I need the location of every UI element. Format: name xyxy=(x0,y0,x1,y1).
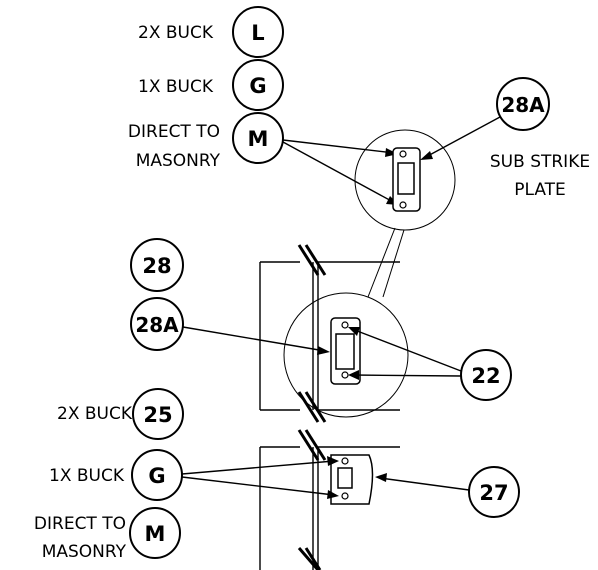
enlarged-strike-plate xyxy=(330,317,361,385)
middle-jamb-section xyxy=(259,244,400,423)
leader-m-to-bottom-screw xyxy=(282,141,396,204)
bottom-1x-buck-label: 1X BUCK xyxy=(49,466,125,486)
bubble-27-text: 27 xyxy=(479,481,508,505)
arrowhead xyxy=(327,456,339,466)
bubble-28A-middle-text: 28A xyxy=(135,313,179,337)
bubble-M-bottom-text: M xyxy=(145,522,166,546)
leader-22-to-top-screw xyxy=(351,328,462,372)
bubble-28A-top-text: 28A xyxy=(501,93,545,117)
plate-label: PLATE xyxy=(514,180,566,200)
leader-22-to-bottom-screw xyxy=(351,374,462,377)
arrowhead xyxy=(317,346,330,355)
bubble-G-bottom: G xyxy=(131,449,183,501)
bubble-28A-middle: 28A xyxy=(130,297,184,351)
arrowhead xyxy=(327,490,339,499)
bubble-28: 28 xyxy=(130,238,184,292)
bubble-25: 25 xyxy=(132,388,184,440)
arrowhead xyxy=(348,370,359,380)
bubble-28-text: 28 xyxy=(142,254,171,278)
leader-g-to-bottom-screw xyxy=(181,476,335,496)
bubble-22-text: 22 xyxy=(471,364,500,388)
leader-28A-to-plate xyxy=(423,116,501,159)
bubble-G-bottom-text: G xyxy=(148,464,165,488)
sub-strike-label: SUB STRIKE xyxy=(490,152,590,172)
top-1x-buck-label: 1X BUCK xyxy=(138,77,214,97)
arrowhead xyxy=(348,327,360,336)
bottom-jamb-section xyxy=(259,429,400,570)
bubble-L: L xyxy=(232,6,284,58)
top-direct-to-label: DIRECT TO xyxy=(128,122,220,142)
leader-27-to-plate xyxy=(379,477,470,491)
bubble-25-text: 25 xyxy=(143,403,172,427)
sub-strike-plate xyxy=(392,147,421,212)
bubble-28A-top: 28A xyxy=(496,77,550,131)
leader-m-to-top-screw xyxy=(282,139,395,154)
arrowhead xyxy=(375,473,387,482)
detail-link-line-right xyxy=(382,229,405,298)
detail-link-line xyxy=(367,227,396,298)
arrowhead xyxy=(420,151,433,160)
bubble-M-top-text: M xyxy=(248,127,269,151)
enlarged-detail-circle xyxy=(283,292,409,418)
bubble-L-text: L xyxy=(251,21,264,45)
bottom-masonry-label: MASONRY xyxy=(42,542,127,562)
bubble-22: 22 xyxy=(460,349,512,401)
hinge-strike-plate xyxy=(330,454,374,505)
bubble-27: 27 xyxy=(468,466,520,518)
leader-g-to-top-screw xyxy=(181,460,335,475)
bubble-G-top-text: G xyxy=(249,74,266,98)
bubble-G-top: G xyxy=(232,59,284,111)
top-masonry-label: MASONRY xyxy=(136,151,221,171)
bottom-2x-buck-label: 2X BUCK xyxy=(57,404,133,424)
sub-strike-detail-circle xyxy=(354,129,456,231)
leader-28A-to-enlarged-plate xyxy=(182,326,326,352)
bubble-M-bottom: M xyxy=(129,507,181,559)
bubble-M-top: M xyxy=(232,112,284,164)
top-2x-buck-label: 2X BUCK xyxy=(138,23,214,43)
bottom-direct-to-label: DIRECT TO xyxy=(34,514,126,534)
